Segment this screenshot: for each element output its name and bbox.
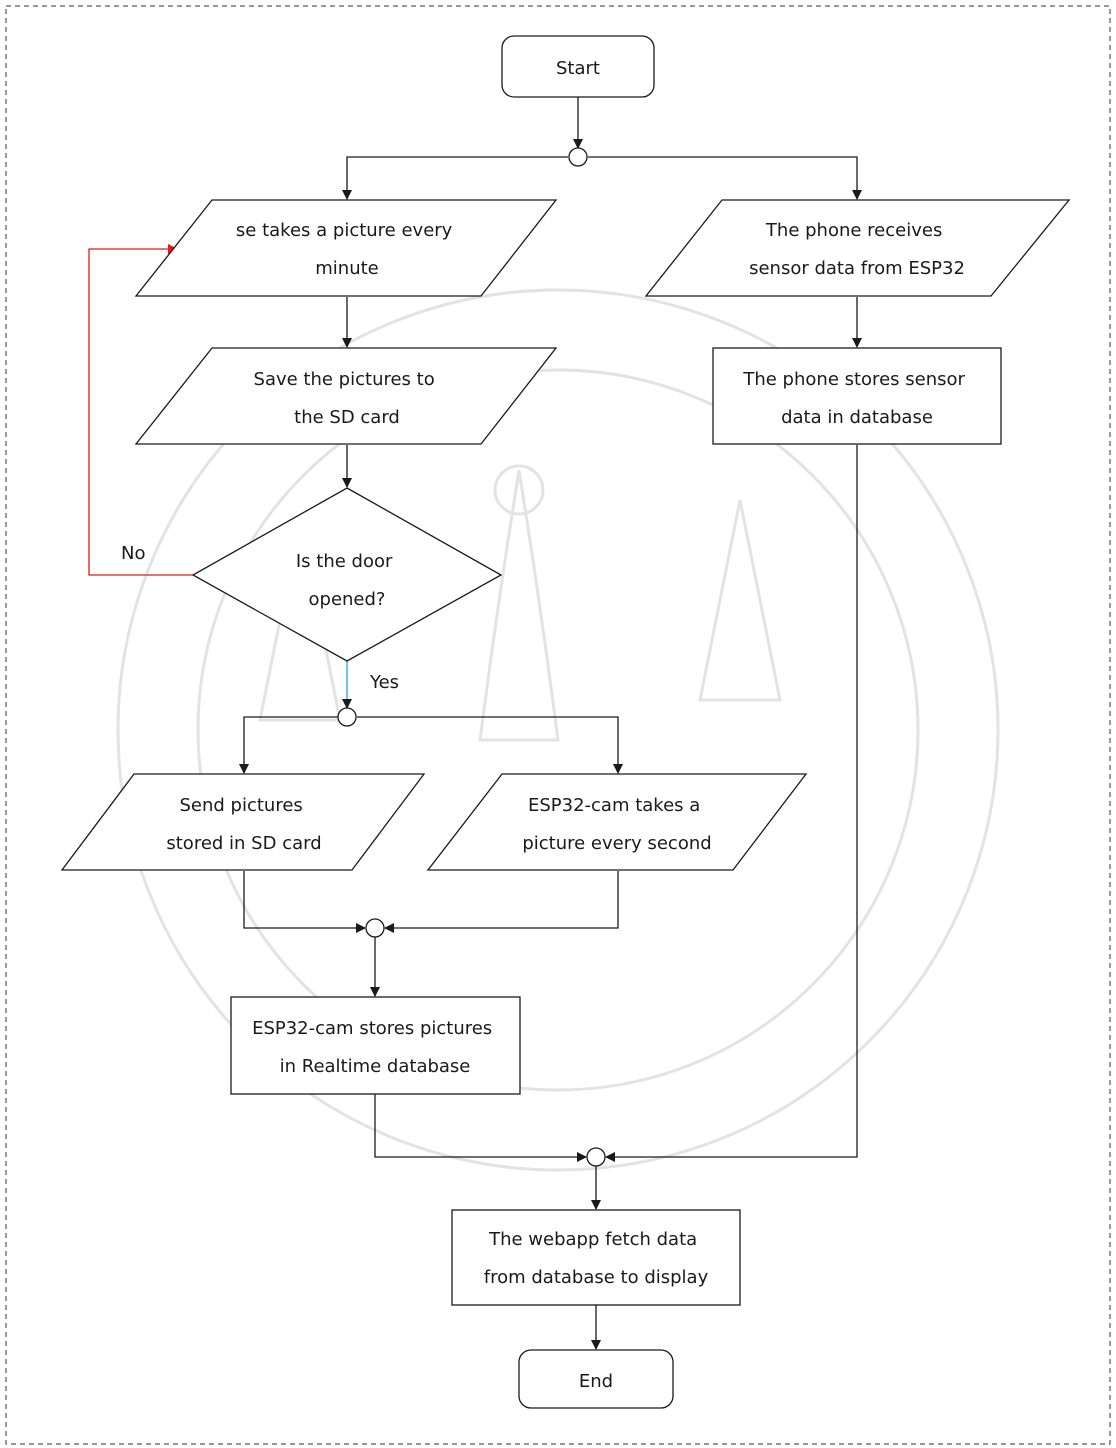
junction-merge-final	[586, 1147, 606, 1167]
node-save-sd: Save the pictures to the SD card	[134, 347, 558, 445]
page-frame	[5, 5, 1111, 1445]
node-webapp-fetch-label: The webapp fetch data from database to d…	[484, 1229, 709, 1288]
node-cam-stores-label: ESP32-cam stores pictures in Realtime da…	[252, 1018, 498, 1077]
node-end: End	[518, 1349, 674, 1409]
connector-split-right	[588, 156, 862, 200]
connector-phone-final	[605, 445, 858, 1162]
junction-start	[568, 147, 588, 167]
connector-split-left	[342, 156, 568, 200]
node-send-pictures: Send pictures stored in SD card	[60, 773, 426, 871]
node-cam-every-second-label: ESP32-cam takes a picture every second	[522, 795, 711, 854]
node-door-decision: Is the door opened?	[191, 487, 503, 662]
connector-cam-merge	[384, 871, 619, 933]
node-take-picture: se takes a picture every minute	[134, 199, 558, 297]
node-door-decision-label: Is the door opened?	[296, 551, 398, 610]
node-phone-receives-label: The phone receives sensor data from ESP3…	[749, 220, 965, 279]
node-cam-stores: ESP32-cam stores pictures in Realtime da…	[230, 996, 521, 1095]
junction-yes	[337, 707, 357, 727]
connector-split2-left	[239, 716, 338, 774]
node-phone-stores-label: The phone stores sensor data in database	[742, 369, 970, 428]
node-end-label: End	[579, 1371, 613, 1392]
node-webapp-fetch: The webapp fetch data from database to d…	[451, 1209, 741, 1306]
node-start-label: Start	[556, 58, 600, 79]
node-take-picture-label: se takes a picture every minute	[236, 220, 458, 279]
connector-store-final	[374, 1094, 587, 1162]
connector-send-merge	[243, 871, 366, 933]
node-send-pictures-label: Send pictures stored in SD card	[166, 795, 321, 854]
label-yes: Yes	[369, 672, 399, 693]
node-start: Start	[501, 35, 655, 98]
connector-split2-right	[357, 716, 623, 774]
label-no: No	[121, 543, 145, 564]
connectors	[88, 97, 862, 1350]
node-phone-receives: The phone receives sensor data from ESP3…	[644, 199, 1071, 297]
node-cam-every-second: ESP32-cam takes a picture every second	[426, 773, 808, 871]
junction-merge-pictures	[365, 918, 385, 938]
connector-no-loop	[88, 244, 193, 576]
node-save-sd-label: Save the pictures to the SD card	[254, 369, 441, 428]
node-phone-stores: The phone stores sensor data in database	[712, 347, 1002, 445]
university-seal-icon	[116, 288, 1000, 1172]
